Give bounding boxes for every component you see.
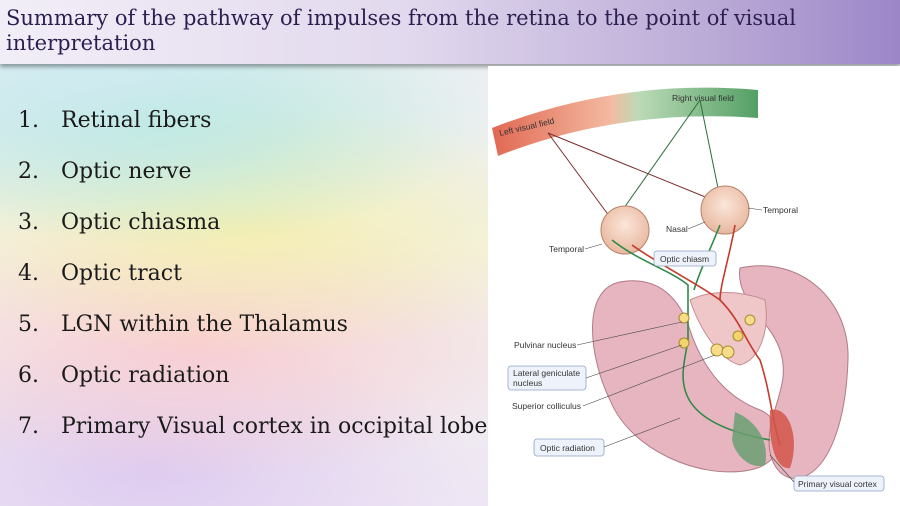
right-visual-field-label: Right visual field xyxy=(672,93,734,103)
pulvinar-nucleus-label: Pulvinar nucleus xyxy=(514,340,576,350)
right-visual-cortex xyxy=(769,409,794,469)
step-number: 7. xyxy=(18,414,39,439)
step-number: 6. xyxy=(18,363,39,388)
visual-pathway-diagram: Left visual field Right visual field xyxy=(488,66,900,506)
step-number: 1. xyxy=(18,108,39,133)
right-eye xyxy=(700,185,750,235)
lgn-label-line2: nucleus xyxy=(513,378,542,388)
left-visual-cortex xyxy=(732,412,766,466)
step-number: 3. xyxy=(18,210,39,235)
nasal-label: Nasal xyxy=(666,224,688,234)
step-text: Optic tract xyxy=(61,261,182,286)
left-eye xyxy=(600,205,650,255)
primary-visual-cortex-label: Primary visual cortex xyxy=(798,479,878,489)
list-item: 2. Optic nerve xyxy=(18,159,487,210)
step-text: Optic nerve xyxy=(61,159,192,184)
list-item: 7. Primary Visual cortex in occipital lob… xyxy=(18,414,487,465)
step-text: Retinal fibers xyxy=(61,108,212,133)
list-item: 4. Optic tract xyxy=(18,261,487,312)
step-text: LGN within the Thalamus xyxy=(61,312,348,337)
step-number: 2. xyxy=(18,159,39,184)
list-item: 3. Optic chiasma xyxy=(18,210,487,261)
light-rays xyxy=(547,99,726,229)
superior-colliculus-label: Superior colliculus xyxy=(512,401,581,411)
slide-title: Summary of the pathway of impulses from … xyxy=(6,6,796,55)
visual-field-arc xyxy=(492,87,758,156)
temporal-left-label: Temporal xyxy=(549,244,584,254)
temporal-right-label: Temporal xyxy=(763,205,798,215)
step-number: 4. xyxy=(18,261,39,286)
step-text: Primary Visual cortex in occipital lobe xyxy=(61,414,488,439)
eyes xyxy=(600,185,750,255)
optic-radiation-label: Optic radiation xyxy=(540,443,595,453)
list-item: 1. Retinal fibers xyxy=(18,108,487,159)
list-item: 5. LGN within the Thalamus xyxy=(18,312,487,363)
lgn-label-line1: Lateral geniculate xyxy=(513,368,580,378)
title-bar: Summary of the pathway of impulses from … xyxy=(0,0,900,64)
pathway-steps-list: 1. Retinal fibers 2. Optic nerve 3. Optic c… xyxy=(18,108,487,465)
nuclei xyxy=(678,312,756,359)
step-number: 5. xyxy=(18,312,39,337)
brain-hemispheres xyxy=(592,265,849,479)
step-text: Optic radiation xyxy=(61,363,230,388)
list-item: 6. Optic radiation xyxy=(18,363,487,414)
optic-chiasm-label: Optic chiasm xyxy=(660,254,709,264)
step-text: Optic chiasma xyxy=(61,210,221,235)
visual-pathway-illustration: Left visual field Right visual field xyxy=(492,87,885,492)
